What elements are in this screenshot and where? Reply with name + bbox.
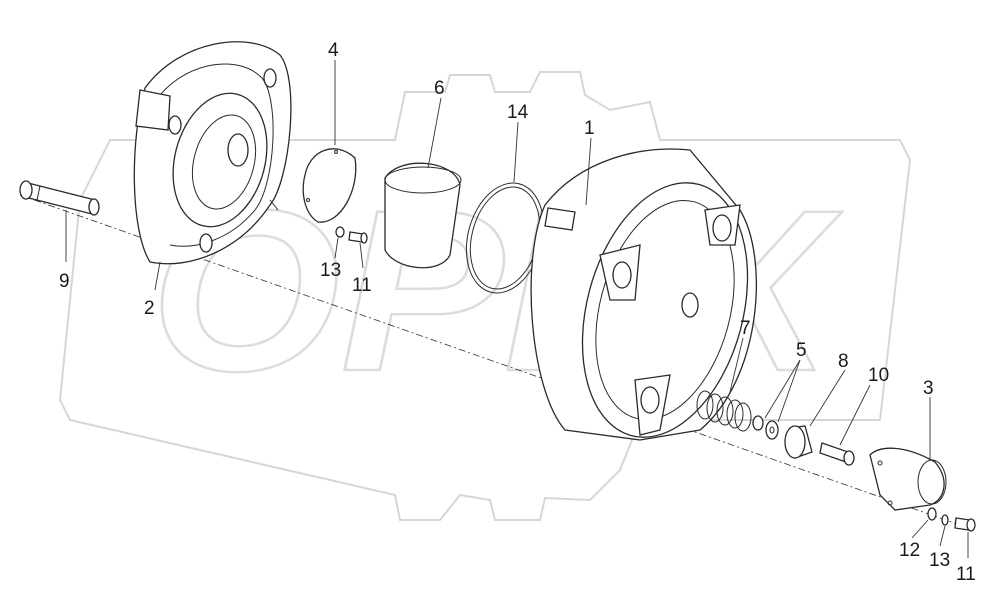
leader-lines (65, 60, 969, 558)
part-5-washers (752, 415, 779, 440)
part-11-bolt-upper (348, 231, 368, 244)
part-11-bolt-lower (954, 517, 976, 532)
part-8-roller (784, 425, 813, 459)
callout-1: 1 (584, 118, 595, 139)
part-1-drum (530, 148, 758, 441)
callout-12: 12 (899, 540, 920, 561)
part-9-pin (19, 180, 100, 216)
callout-11-lower: 11 (956, 564, 976, 585)
callout-6: 6 (434, 78, 445, 99)
callout-4: 4 (328, 40, 339, 61)
callout-7: 7 (740, 318, 751, 339)
part-13-washer-lower (941, 514, 949, 526)
callout-10: 10 (868, 365, 889, 386)
part-6-sleeve (384, 162, 462, 269)
part-10-bolt (819, 442, 855, 466)
callouts: 1 2 3 4 5 6 7 8 9 10 11 11 12 13 13 14 (59, 40, 976, 585)
callout-11-upper: 11 (352, 275, 372, 296)
part-3-cover (869, 447, 947, 511)
part-12-washer-lower (927, 507, 937, 521)
callout-14: 14 (507, 102, 529, 123)
callout-3: 3 (923, 378, 934, 399)
callout-9: 9 (59, 271, 70, 292)
part-7-spring (696, 390, 752, 432)
watermark-gear (58, 71, 912, 521)
callout-2: 2 (144, 298, 155, 319)
callout-13-lower: 13 (929, 550, 950, 571)
part-13-washer-upper (335, 226, 345, 238)
part-2-housing (133, 41, 292, 265)
callout-13-upper: 13 (320, 260, 341, 281)
part-4-gasket (302, 148, 357, 223)
callout-8: 8 (838, 351, 849, 372)
callout-5: 5 (796, 340, 807, 361)
